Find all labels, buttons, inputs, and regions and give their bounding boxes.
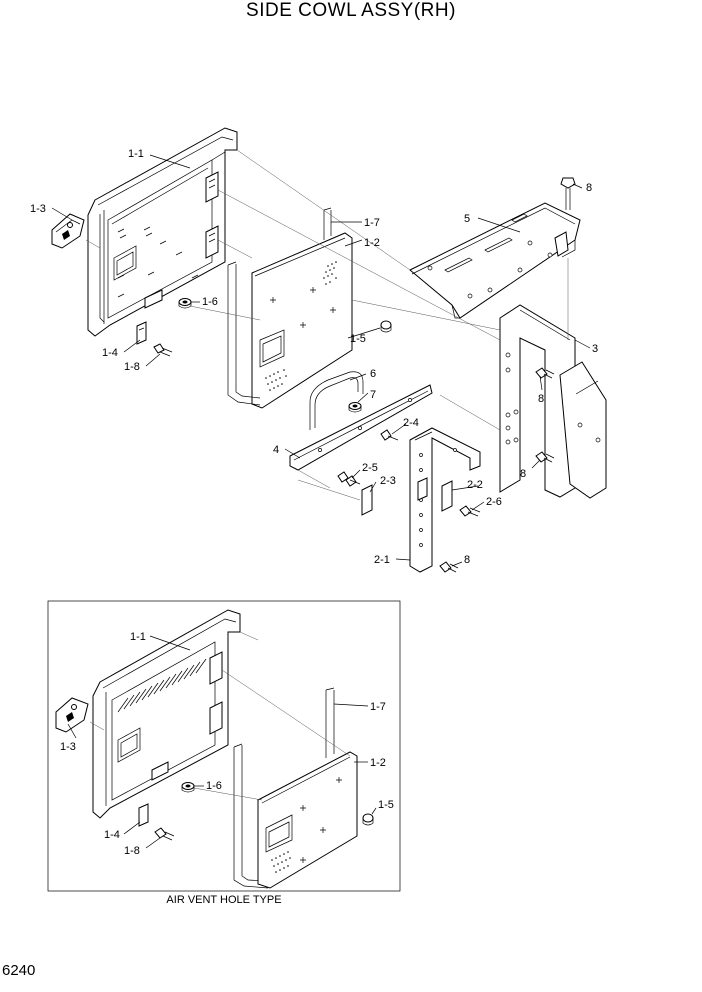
inset-door-frame — [92, 609, 241, 819]
bolt-1-8 — [153, 343, 173, 357]
latch-handle — [51, 213, 85, 249]
bolt-2-4 — [380, 429, 399, 441]
inset-grommet — [181, 782, 195, 793]
label-2-6: 2-6 — [486, 496, 502, 508]
inset-label-1-5: 1-5 — [378, 799, 394, 811]
side-bracket — [499, 304, 607, 499]
label-1-8: 1-8 — [124, 361, 140, 373]
bolt-2-5 — [337, 471, 361, 487]
grommet — [178, 298, 192, 309]
inset-rubber-stopper — [362, 813, 374, 826]
inset-label-1-6: 1-6 — [206, 780, 222, 792]
label-8-top: 8 — [586, 182, 592, 194]
side-cowl-door-frame — [87, 127, 238, 337]
label-7: 7 — [370, 389, 376, 401]
inset-label-1-4: 1-4 — [104, 829, 120, 841]
inset-bolt-1-8 — [154, 827, 175, 841]
inset-label-1-2: 1-2 — [370, 757, 386, 769]
bolt-2-6 — [459, 505, 481, 517]
grommet-7 — [348, 402, 362, 413]
bolt-8-low — [535, 451, 555, 463]
label-3: 3 — [592, 343, 598, 355]
clamp-plate-2-3 — [361, 484, 373, 516]
label-2-5: 2-5 — [362, 462, 378, 474]
inset-latch-handle — [55, 697, 89, 733]
label-1-4: 1-4 — [102, 347, 118, 359]
label-2-4: 2-4 — [403, 417, 419, 429]
inset-label-1-3: 1-3 — [60, 741, 76, 753]
bolt-8-mid — [535, 367, 555, 379]
inset-guide-lines — [89, 631, 351, 801]
label-2-2: 2-2 — [467, 479, 483, 491]
inset-label-1-8: 1-8 — [124, 845, 140, 857]
inset-striker-plate — [138, 803, 149, 827]
bolt-8-top — [560, 177, 576, 210]
label-8-low: 8 — [520, 468, 526, 480]
label-1-3: 1-3 — [30, 203, 46, 215]
label-1-7: 1-7 — [364, 217, 380, 229]
variant-caption: AIR VENT HOLE TYPE — [166, 894, 282, 906]
label-1-1: 1-1 — [128, 148, 144, 160]
support-bracket — [409, 427, 481, 573]
label-4: 4 — [273, 444, 279, 456]
seal-strip — [227, 207, 332, 406]
inset-callout-leaders — [67, 635, 377, 849]
striker-plate — [136, 321, 147, 345]
top-bracket — [409, 202, 581, 319]
variant-inset-border — [47, 600, 401, 892]
u-tube — [309, 371, 364, 430]
inset-label-1-1: 1-1 — [130, 631, 146, 643]
rubber-stopper — [380, 320, 392, 333]
label-1-2: 1-2 — [364, 237, 380, 249]
inset-label-1-7: 1-7 — [370, 701, 386, 713]
label-5: 5 — [464, 213, 470, 225]
clamp-plate-2-2 — [441, 480, 453, 512]
diagram-title: SIDE COWL ASSY(RH) — [246, 0, 456, 21]
page-number: 6240 — [2, 962, 36, 979]
assembly-guide-lines — [85, 149, 569, 501]
label-8-bottom: 8 — [464, 554, 470, 566]
long-mounting-plate — [289, 384, 433, 471]
label-2-3: 2-3 — [380, 475, 396, 487]
label-1-6: 1-6 — [202, 296, 218, 308]
label-8-mid: 8 — [538, 393, 544, 405]
callout-leaders — [51, 154, 591, 567]
label-1-5: 1-5 — [350, 333, 366, 345]
bolt-8-bottom — [439, 561, 459, 573]
label-2-1: 2-1 — [374, 554, 390, 566]
cowl-cover-panel — [251, 232, 353, 409]
label-6: 6 — [370, 368, 376, 380]
inset-cover-panel — [257, 751, 358, 889]
